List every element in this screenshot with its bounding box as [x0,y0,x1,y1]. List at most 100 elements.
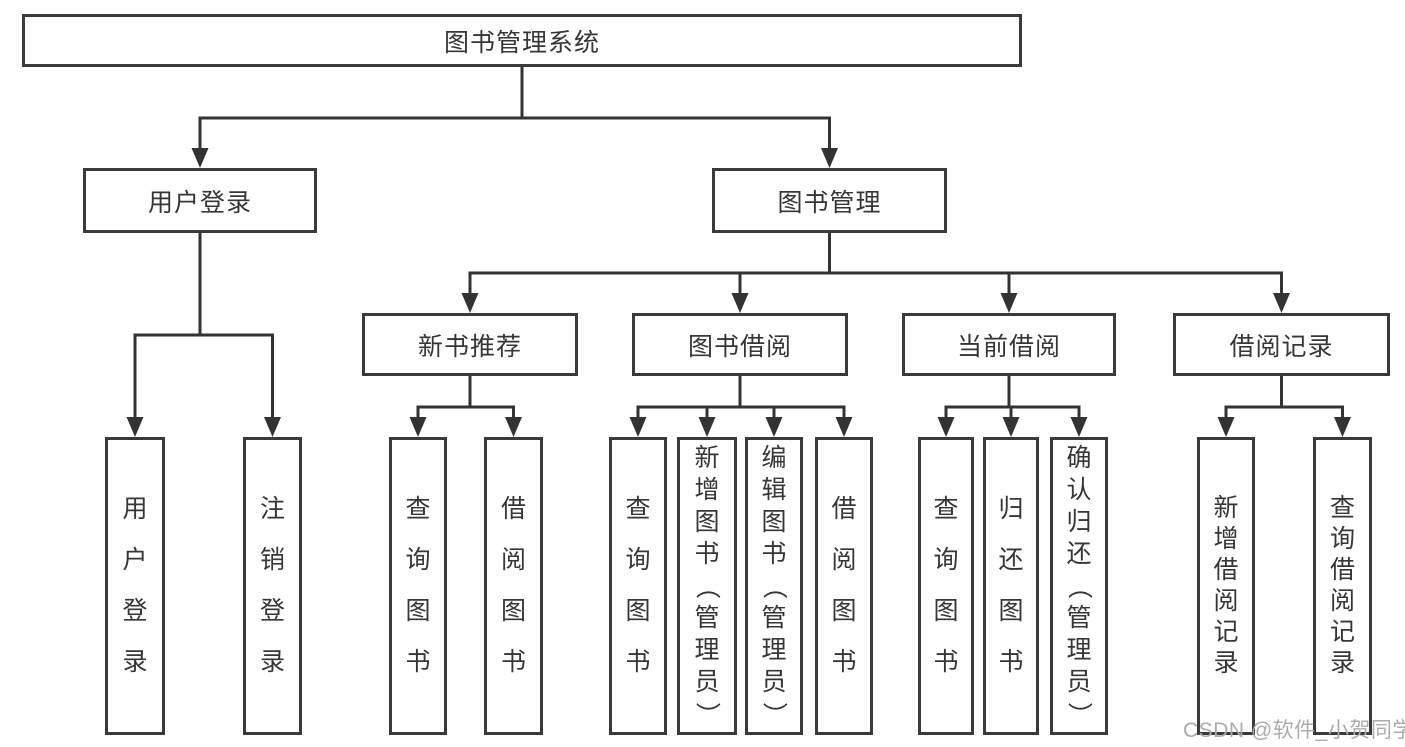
node-label-char: 查 [933,495,959,523]
arrow-down-icon [264,417,281,437]
node-label-char: 新 [1213,494,1239,522]
node-label-char: 理 [761,635,787,664]
node-label-char: 员 [1066,667,1092,696]
node-label-char: 归 [1066,507,1092,536]
node-leaf-br-add: 新增借阅记录 [1197,437,1255,735]
arrow-down-icon [698,417,716,437]
node-label-char: 图 [625,597,651,625]
node-book-borrow: 图书借阅 [632,313,848,376]
arrow-down-icon [629,417,647,437]
node-label-char: 查 [625,495,651,523]
node-leaf-bb-borrow: 借阅图书 [815,437,873,735]
node-label-char: 注 [259,495,285,523]
node-label-char: 图 [500,597,526,625]
node-label-char: 图 [694,507,720,536]
node-label: 借阅记录 [1229,332,1334,361]
node-label-char: 认 [1066,475,1092,504]
node-label-char: 记 [1213,618,1239,646]
node-label-char: 还 [1066,539,1092,568]
node-label-char: 询 [933,546,959,574]
node-label-char: 记 [1329,618,1355,646]
node-label-char: 图 [998,597,1024,625]
arrow-down-icon [937,417,955,437]
arrow-down-icon [1217,417,1235,437]
node-leaf-bb-query: 查询图书 [609,437,667,735]
node-label-char: 录 [1213,649,1239,677]
arrow-down-icon [835,417,853,437]
node-label-char: 书 [761,539,787,568]
node-label-char: 借 [500,495,526,523]
node-new-book-rec: 新书推荐 [362,313,578,376]
arrow-down-icon [1273,293,1290,313]
node-label-char: 确 [1066,443,1092,472]
node-leaf-br-query: 查询借阅记录 [1313,437,1372,735]
node-label-char: 借 [831,495,857,523]
node-current-borrow: 当前借阅 [902,313,1116,376]
node-label-char: 管 [761,603,787,632]
node-label-char: 理 [1066,635,1092,664]
arrow-down-icon [1000,293,1018,313]
node-label-char: ） [760,701,789,727]
node-label: 用户登录 [147,188,252,217]
node-label-char: 编 [761,443,787,472]
node-leaf-bb-edit: 编辑图书（管理员） [745,437,803,735]
arrow-down-icon [191,148,209,168]
arrow-down-icon [821,148,838,168]
arrow-down-icon [505,417,522,437]
node-label-char: 书 [500,648,526,676]
node-label-char: 询 [1329,525,1355,553]
node-label-char: 书 [694,539,720,568]
node-label-char: 用 [122,495,148,523]
node-label-char: 书 [933,648,959,676]
arrow-down-icon [731,293,749,313]
node-label-char: 员 [761,667,787,696]
node-label-char: 询 [405,546,431,574]
node-label-char: 阅 [500,546,526,574]
node-label-char: 阅 [1329,587,1355,615]
node-label-char: 登 [122,597,148,625]
arrow-down-icon [765,417,783,437]
node-label-char: 图 [761,507,787,536]
node-label-char: 书 [405,648,431,676]
arrow-down-icon [461,293,479,313]
node-label-char: 销 [259,546,285,574]
node-label-char: 借 [1213,556,1239,584]
node-label-char: ） [693,701,722,727]
node-label-char: 书 [625,648,651,676]
node-label-char: 借 [1329,556,1355,584]
node-leaf-cb-confirm: 确认归还（管理员） [1050,437,1108,735]
arrow-down-icon [126,417,144,437]
node-label: 图书管理系统 [443,28,600,57]
node-label-char: 图 [831,597,857,625]
arrow-down-icon [1334,417,1351,437]
node-leaf-cb-return: 归还图书 [983,437,1039,735]
node-label-char: 图 [405,597,431,625]
node-label-char: 管 [694,603,720,632]
node-leaf-logout: 注销登录 [243,437,302,735]
arrow-down-icon [1070,417,1088,437]
node-label-char: 书 [998,648,1024,676]
node-label-char: 书 [831,648,857,676]
arrow-down-icon [409,417,427,437]
node-label-char: 还 [998,546,1024,574]
node-label-char: 增 [1213,525,1239,553]
node-label-char: 登 [259,597,285,625]
node-leaf-nb-query: 查询图书 [389,437,447,735]
node-label-char: 图 [933,597,959,625]
node-label-char: ） [1065,701,1094,727]
node-label-char: 理 [694,635,720,664]
arrow-down-icon [1002,417,1020,437]
node-label-char: 增 [694,475,720,504]
node-leaf-bb-add: 新增图书（管理员） [677,437,737,735]
node-label-char: 录 [259,648,285,676]
node-label-char: （ [760,573,789,599]
node-label-char: 查 [1329,494,1355,522]
node-label-char: 录 [1329,649,1355,677]
node-leaf-login: 用户登录 [105,437,165,735]
node-label: 当前借阅 [956,332,1061,361]
node-borrow-records: 借阅记录 [1173,313,1390,376]
node-label-char: 归 [998,495,1024,523]
node-label: 图书借阅 [687,332,792,361]
